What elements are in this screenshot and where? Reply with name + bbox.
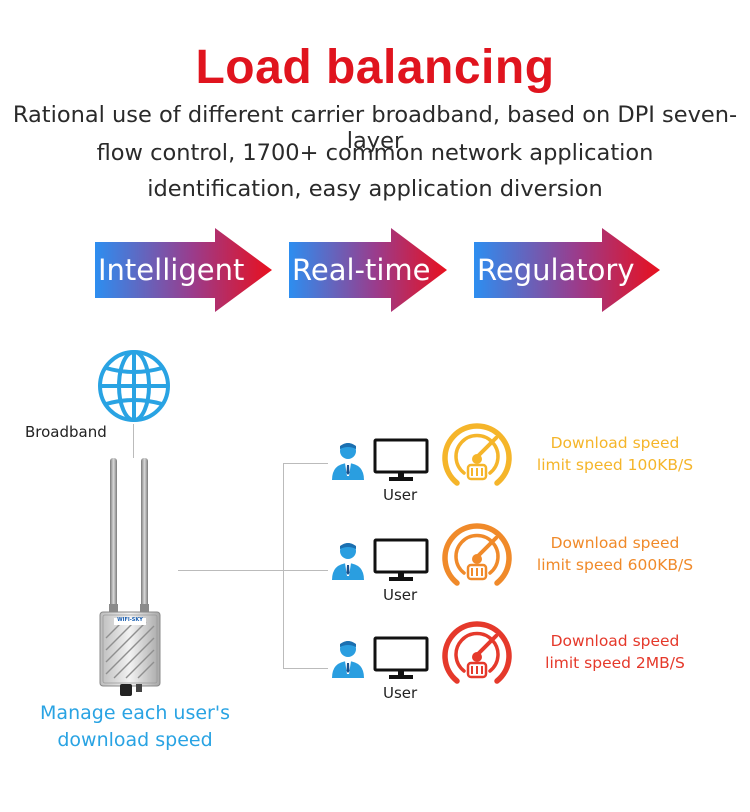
branch-line-1	[283, 463, 328, 464]
monitor-icon	[373, 438, 429, 481]
manage-line-1: Manage each user's	[40, 702, 230, 724]
speedometer-icon	[442, 621, 512, 684]
speed-line-2: limit speed 600KB/S	[536, 556, 694, 574]
speedometer-icon	[442, 423, 512, 486]
speed-line-1: Download speed	[550, 632, 680, 650]
feature-arrow-realtime: Real-time	[289, 228, 447, 312]
arrow-shape	[289, 228, 447, 312]
globe-icon	[98, 350, 170, 422]
speed-limit-text: Download speed limit speed 2MB/S	[515, 630, 715, 674]
branch-connector	[283, 463, 284, 669]
monitor-icon	[373, 538, 429, 581]
arrow-shape	[95, 228, 272, 312]
user-label: User	[383, 486, 418, 504]
user-icon	[332, 443, 364, 480]
user-label: User	[383, 684, 418, 702]
speed-line-2: limit speed 100KB/S	[536, 456, 694, 474]
speed-limit-text: Download speed limit speed 100KB/S	[515, 432, 715, 476]
user-label: User	[383, 586, 418, 604]
manage-line-2: download speed	[57, 729, 213, 751]
globe-connector	[133, 424, 134, 458]
feature-label-realtime: Real-time	[292, 253, 431, 287]
feature-label-intelligent: Intelligent	[98, 253, 245, 287]
router-device	[99, 458, 161, 696]
arrow-shape	[474, 228, 660, 312]
speed-line-2: limit speed 2MB/S	[545, 654, 685, 672]
feature-arrow-regulatory: Regulatory	[474, 228, 660, 312]
user-icon	[332, 641, 364, 678]
monitor-icon	[373, 636, 429, 679]
branch-line-2	[283, 570, 328, 571]
main-connector	[178, 570, 283, 571]
speed-line-1: Download speed	[550, 434, 680, 452]
description-line-2: flow control, 1700+ common network appli…	[96, 140, 654, 166]
description-line-1: Rational use of different carrier broadb…	[12, 102, 738, 154]
branch-line-3	[283, 668, 328, 669]
feature-arrow-intelligent: Intelligent	[95, 228, 272, 312]
description-line-3: identification, easy application diversi…	[147, 176, 603, 202]
speed-limit-text: Download speed limit speed 600KB/S	[515, 532, 715, 576]
user-icon	[332, 543, 364, 580]
feature-label-regulatory: Regulatory	[477, 253, 635, 287]
page-title: Load balancing	[195, 41, 555, 94]
speedometer-icon	[442, 523, 512, 586]
speed-line-1: Download speed	[550, 534, 680, 552]
device-brand: WIFI-SKY	[117, 617, 143, 623]
broadband-label: Broadband	[25, 423, 107, 441]
